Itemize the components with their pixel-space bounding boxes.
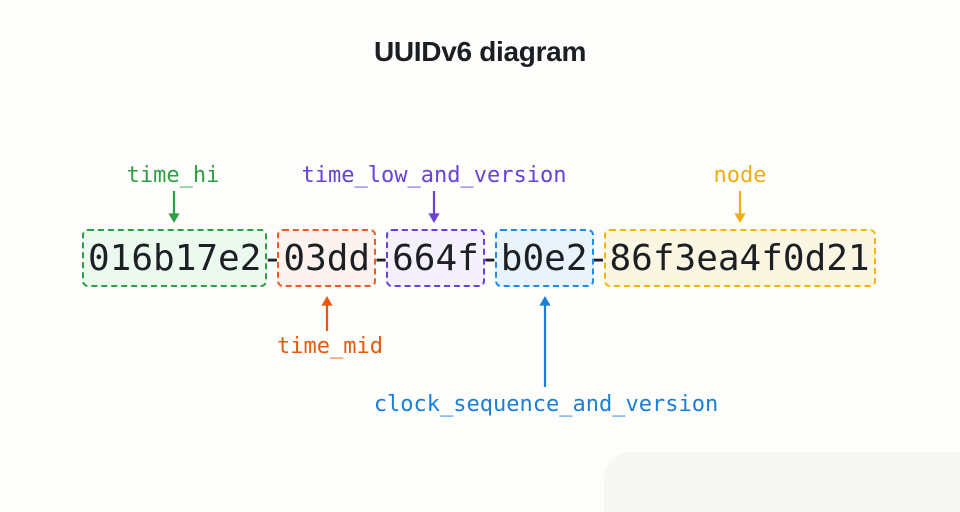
uuid-row: 016b17e2 - 03dd - 664f - b0e2 - 86f3ea4f…: [82, 229, 876, 287]
label-clock-sequence-and-version: clock_sequence_and_version: [373, 392, 719, 417]
time-low-and-version-arrow-down-icon: [426, 190, 442, 224]
corner-card: [604, 452, 960, 512]
label-node: node: [713, 163, 767, 188]
uuid-segment-time-low-and-version: 664f: [386, 229, 485, 287]
time-mid-arrow-up-icon: [319, 296, 335, 332]
uuid-segment-time-mid: 03dd: [277, 229, 377, 287]
label-time-low-and-version: time_low_and_version: [301, 163, 567, 188]
uuid-separator: -: [587, 237, 610, 279]
page-title: UUIDv6 diagram: [373, 36, 587, 67]
uuid-segment-clock-sequence-and-version: b0e2: [494, 229, 594, 287]
uuid-segment-node: 86f3ea4f0d21: [603, 229, 876, 287]
clock-sequence-and-version-arrow-up-icon: [537, 296, 553, 388]
node-arrow-down-icon: [732, 190, 748, 224]
label-time-mid: time_mid: [277, 334, 383, 359]
uuid-separator: -: [261, 237, 284, 279]
time-hi-arrow-down-icon: [166, 190, 182, 224]
uuid-separator: -: [478, 237, 501, 279]
label-time-hi: time_hi: [126, 163, 220, 188]
uuid-separator: -: [370, 237, 392, 279]
uuid-segment-time-hi: 016b17e2: [82, 229, 268, 287]
